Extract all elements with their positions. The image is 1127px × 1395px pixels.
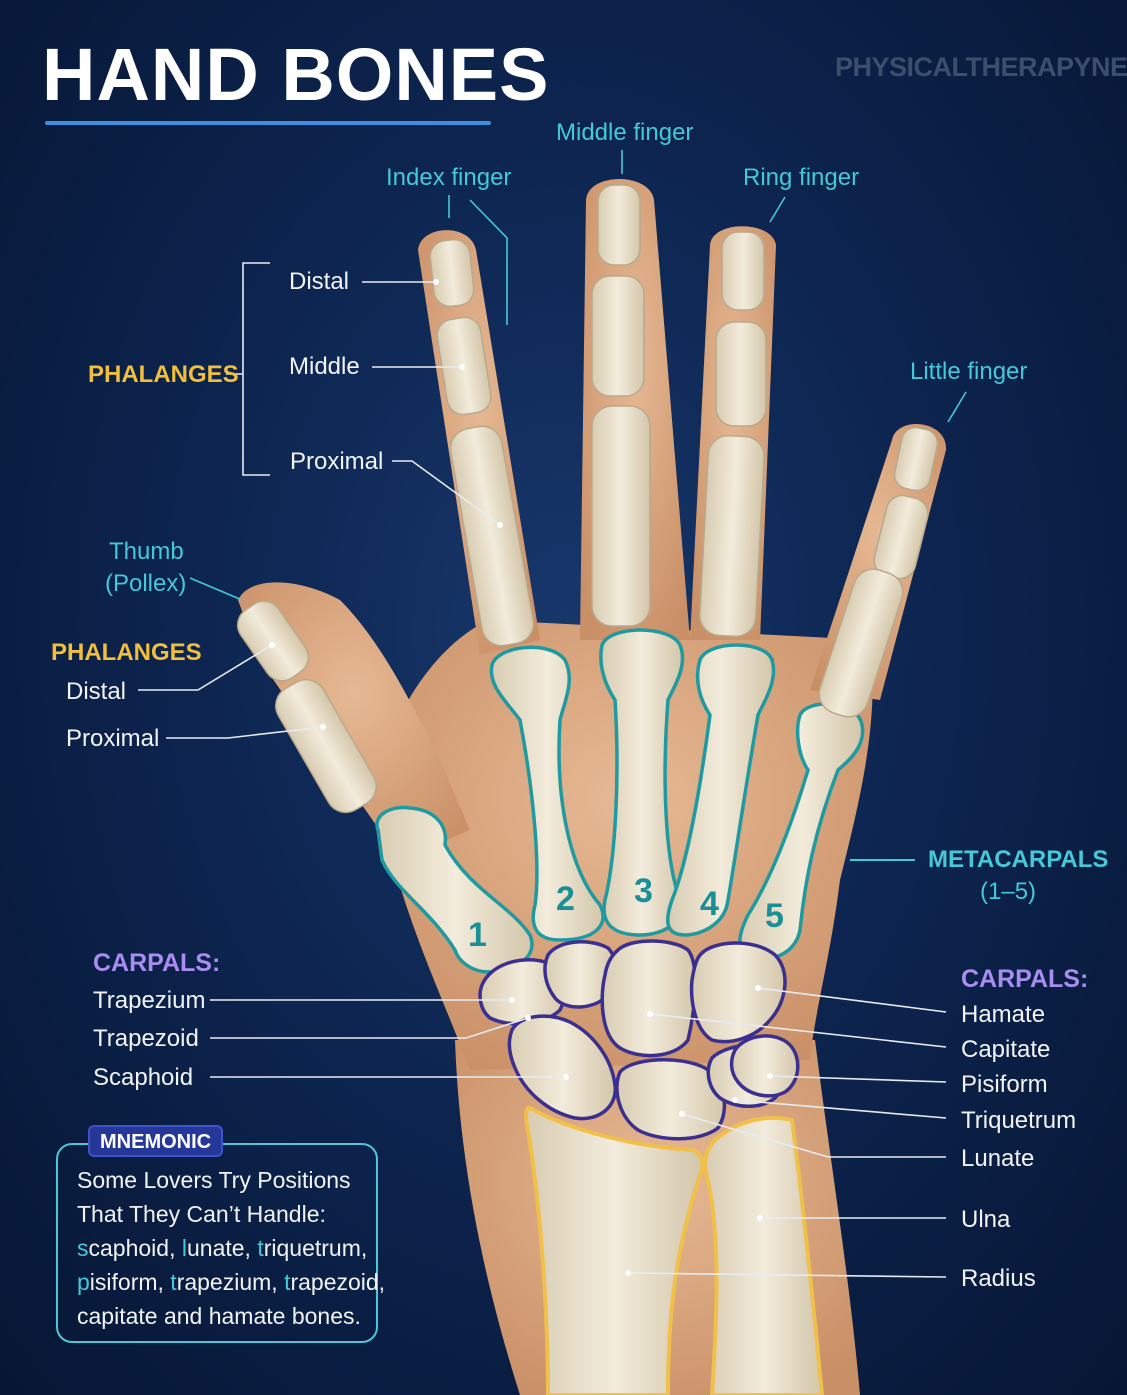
- leader-triquetrum: [734, 1099, 947, 1119]
- label-pisiform: Pisiform: [961, 1071, 1048, 1098]
- mnemonic-line-2: That They Can’t Handle:: [77, 1201, 326, 1227]
- metacarpal-4: [666, 643, 776, 937]
- ulna-bone: [703, 1115, 825, 1395]
- leader-thumb-proximal: [166, 726, 324, 739]
- label-carpals-right: CARPALS:: [961, 965, 1089, 993]
- mnemonic-tag: MNEMONIC: [88, 1125, 224, 1157]
- label-lunate: Lunate: [961, 1145, 1035, 1172]
- leader-thumb: [189, 577, 243, 601]
- middle-middle-phalanx: [591, 275, 645, 397]
- label-trapezium: Trapezium: [93, 987, 206, 1014]
- mnemonic-word-trapezium: rapezium,: [176, 1269, 285, 1295]
- hamate-bone: [689, 941, 787, 1044]
- label-capitate: Capitate: [961, 1036, 1051, 1063]
- label-radius: Radius: [961, 1265, 1036, 1292]
- ring-middle-phalanx: [715, 321, 767, 427]
- metacarpal-2: [489, 645, 605, 942]
- label-hamate: Hamate: [961, 1001, 1046, 1028]
- mnemonic-word-scaphoid: caphoid,: [88, 1235, 182, 1261]
- leader-index-edge: [469, 199, 508, 325]
- mnemonic-line-4: pisiform, trapezium, trapezoid,: [77, 1269, 385, 1296]
- little-proximal-phalanx: [818, 568, 904, 718]
- label-phalanges: PHALANGES: [88, 361, 239, 388]
- label-metacarpals-range: (1–5): [980, 878, 1037, 905]
- leader-capitate: [649, 1013, 947, 1048]
- label-middle-finger: Middle finger: [556, 119, 694, 146]
- mnemonic-word-trapezoid: rapezoid,: [290, 1269, 386, 1295]
- ring-distal-phalanx: [721, 231, 765, 311]
- thumb-proximal-phalanx: [275, 678, 377, 814]
- leader-little-finger: [947, 391, 967, 423]
- label-thumb-proximal: Proximal: [66, 725, 160, 752]
- leader-lines: [138, 150, 967, 1278]
- leader-proximal: [392, 460, 501, 526]
- metacarpal-number-2: 2: [556, 880, 575, 918]
- label-thumb: Thumb: [109, 538, 184, 565]
- leader-thumb-distal: [138, 644, 273, 691]
- label-index-finger: Index finger: [386, 164, 512, 191]
- pisiform-bone: [729, 1034, 800, 1098]
- title-underline: [45, 121, 491, 125]
- leader-lunate: [681, 1113, 946, 1158]
- index-proximal-phalanx: [449, 425, 535, 647]
- mnemonic-word-lunate: unate,: [186, 1235, 258, 1261]
- label-little-finger: Little finger: [910, 358, 1028, 385]
- leader-hamate: [757, 987, 947, 1013]
- mnemonic-initial-t2: t: [170, 1269, 177, 1295]
- mnemonic-line-3: scaphoid, lunate, triquetrum,: [77, 1235, 367, 1262]
- metacarpal-1: [375, 805, 534, 974]
- metacarpals: [375, 628, 865, 974]
- finger-phalanges: [236, 184, 939, 814]
- mnemonic-initial-t3: t: [284, 1269, 291, 1295]
- thumb-distal-phalanx: [236, 600, 310, 682]
- page-title: HAND BONES: [42, 33, 550, 116]
- label-thumb-pollex: (Pollex): [105, 570, 187, 597]
- mnemonic-initial-s: s: [77, 1235, 89, 1261]
- metacarpal-number-5: 5: [765, 897, 784, 935]
- watermark: PHYSICALTHERAPYNEED: [835, 52, 1127, 82]
- mnemonic-word-triquetrum: riquetrum,: [263, 1235, 368, 1261]
- label-trapezoid: Trapezoid: [93, 1025, 199, 1052]
- label-distal-phalanx: Distal: [289, 268, 350, 295]
- middle-proximal-phalanx: [591, 405, 651, 627]
- label-middle-phalanx: Middle: [289, 353, 360, 380]
- scaphoid-bone: [507, 1014, 617, 1121]
- label-metacarpals: METACARPALS: [928, 846, 1109, 873]
- mnemonic-initial-p: p: [77, 1269, 90, 1295]
- label-ulna: Ulna: [961, 1206, 1011, 1233]
- leader-dots: [269, 279, 773, 1276]
- metacarpal-5: [738, 702, 865, 961]
- index-distal-phalanx: [429, 238, 475, 308]
- forearm-bones: [524, 1105, 825, 1395]
- label-thumb-phalanges: PHALANGES: [51, 639, 202, 666]
- label-proximal-phalanx: Proximal: [290, 448, 384, 475]
- mnemonic-initial-l: l: [181, 1235, 187, 1261]
- ring-proximal-phalanx: [699, 434, 765, 638]
- metacarpal-numbers: 1 2 3 4 5: [468, 872, 784, 954]
- label-carpals-left: CARPALS:: [93, 949, 221, 977]
- radius-bone: [524, 1105, 705, 1395]
- label-ring-finger: Ring finger: [743, 164, 860, 191]
- leader-radius: [627, 1272, 947, 1278]
- mnemonic-line-5: capitate and hamate bones.: [77, 1303, 361, 1329]
- metacarpal-number-1: 1: [468, 916, 487, 954]
- leader-trapezoid: [210, 1017, 529, 1039]
- metacarpal-number-4: 4: [700, 885, 719, 923]
- mnemonic-word-pisiform: isiform,: [89, 1269, 171, 1295]
- middle-distal-phalanx: [597, 184, 641, 266]
- label-scaphoid: Scaphoid: [93, 1064, 194, 1091]
- metacarpal-number-3: 3: [634, 872, 653, 910]
- mnemonic-line-1: Some Lovers Try Positions: [77, 1167, 351, 1193]
- phalanges-bracket: [242, 262, 270, 476]
- label-triquetrum: Triquetrum: [961, 1107, 1077, 1134]
- little-distal-phalanx: [893, 426, 939, 492]
- label-thumb-distal: Distal: [66, 678, 127, 705]
- leader-pisiform: [769, 1075, 947, 1083]
- capitate-bone: [600, 939, 697, 1058]
- mnemonic-initial-t: t: [257, 1235, 264, 1261]
- leader-ring-finger: [769, 196, 786, 223]
